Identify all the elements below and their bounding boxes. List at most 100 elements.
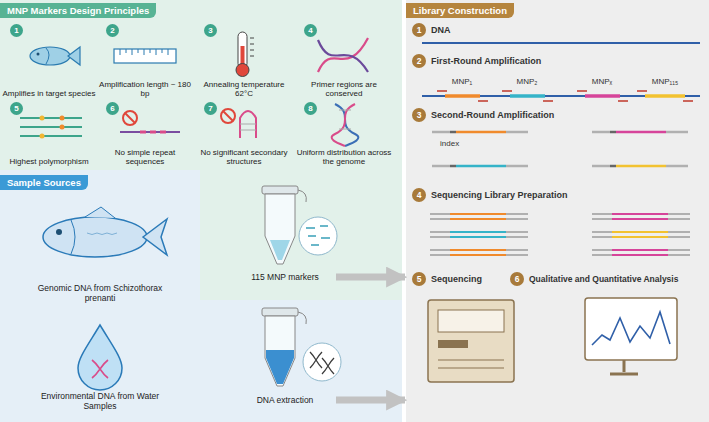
principle-item: 5Highest polymorphism bbox=[2, 100, 96, 168]
illustration-part bbox=[298, 190, 306, 202]
marker-label: MNPₓ bbox=[592, 77, 612, 86]
extraction-tube bbox=[262, 308, 341, 386]
step-number: 8 bbox=[304, 102, 317, 115]
illustration-part bbox=[612, 214, 668, 255]
illustration-part bbox=[299, 217, 337, 255]
illustration-part bbox=[37, 53, 40, 56]
step-label: Amplification length ~ 180 bp bbox=[98, 80, 192, 98]
step-number: 6 bbox=[510, 272, 524, 286]
section-panel: Sample SourcesGenomic DNA from Schizotho… bbox=[0, 172, 200, 422]
principle-item: 1Amplifies in target species bbox=[2, 22, 96, 100]
illustration-part bbox=[432, 131, 450, 134]
fish-icon bbox=[30, 47, 80, 65]
illustration-part bbox=[303, 343, 341, 381]
step-number: 3 bbox=[412, 108, 426, 122]
illustration-part bbox=[585, 298, 677, 360]
illustration-part bbox=[30, 47, 70, 65]
principle-item: 4Primer regions are conserved bbox=[296, 22, 392, 100]
illustration-part bbox=[92, 360, 108, 378]
illustration-part bbox=[612, 232, 668, 237]
illustration-part bbox=[143, 219, 167, 255]
sequencer-icon bbox=[428, 300, 514, 382]
sample-caption: Environmental DNA from Water Samples bbox=[35, 391, 165, 411]
illustration-part bbox=[140, 131, 166, 134]
step-label: Annealing temperature 62°C bbox=[196, 80, 292, 98]
process-step: 3Second-Round Amplification bbox=[412, 108, 554, 122]
illustration-part bbox=[265, 316, 295, 386]
illustration-part bbox=[85, 207, 115, 218]
illustration-part bbox=[250, 38, 254, 56]
illustration-part bbox=[592, 165, 610, 168]
principle-item: 2Amplification length ~ 180 bp bbox=[98, 22, 192, 100]
illustration-part bbox=[266, 350, 294, 384]
illustration-part bbox=[592, 312, 670, 345]
illustration-part bbox=[450, 214, 506, 255]
library-fragments bbox=[430, 214, 690, 255]
illustration-part bbox=[450, 131, 456, 134]
flow-arrow bbox=[336, 397, 405, 404]
illustration-part bbox=[318, 40, 368, 72]
ruler-icon bbox=[114, 49, 176, 63]
illustration-part bbox=[456, 131, 506, 134]
library-ground bbox=[406, 0, 709, 422]
illustration-part bbox=[270, 240, 290, 260]
flow-arrow bbox=[336, 274, 405, 281]
thermometer-icon bbox=[236, 32, 254, 77]
marker-label: MNP₂ bbox=[517, 77, 538, 86]
marker-segments bbox=[585, 94, 620, 98]
process-step: 6 Qualitative and Quantitative Analysis bbox=[510, 272, 678, 286]
illustration-part bbox=[240, 111, 256, 138]
step-label: Qualitative and Quantitative Analysis bbox=[529, 274, 678, 284]
section-heading: Library Construction bbox=[406, 3, 514, 18]
step-number: 1 bbox=[412, 23, 426, 37]
illustration-part bbox=[438, 360, 504, 368]
marker-segments bbox=[445, 94, 480, 98]
sample-caption: DNA extraction bbox=[240, 395, 330, 405]
illustration-part bbox=[666, 131, 688, 134]
illustration-part bbox=[610, 165, 616, 168]
illustration-part bbox=[40, 116, 45, 121]
marker-label: MNP₁ bbox=[452, 77, 472, 86]
process-step: 2First-Round Amplification bbox=[412, 54, 541, 68]
dna-line bbox=[422, 42, 700, 44]
step-label: DNA bbox=[431, 25, 451, 35]
step-number: 4 bbox=[304, 24, 317, 37]
helix-icon bbox=[332, 104, 359, 146]
principle-item: 6No simple repeat sequences bbox=[98, 100, 192, 168]
step-number: 5 bbox=[10, 102, 23, 115]
illustration-part bbox=[318, 38, 368, 72]
illustration-part bbox=[60, 125, 65, 130]
illustration-part bbox=[432, 165, 450, 168]
illustration-part bbox=[262, 308, 298, 316]
illustration-part bbox=[592, 214, 690, 255]
illustration-part bbox=[265, 194, 295, 264]
illustration-part bbox=[428, 300, 514, 382]
illustration-part bbox=[430, 214, 528, 255]
step-label: Primer regions are conserved bbox=[296, 80, 392, 98]
step-label: Highest polymorphism bbox=[2, 157, 96, 166]
illustration-part bbox=[78, 325, 122, 390]
illustration-part bbox=[306, 226, 330, 245]
illustration-part bbox=[120, 131, 180, 133]
process-step: 1 DNA bbox=[412, 23, 451, 37]
step-number: 2 bbox=[412, 54, 426, 68]
illustration-part bbox=[238, 32, 247, 68]
monitor-icon bbox=[585, 298, 677, 374]
step-number: 5 bbox=[412, 272, 426, 286]
illustration-part bbox=[114, 49, 176, 63]
illustration-part bbox=[125, 113, 135, 123]
illustration-part bbox=[310, 352, 334, 374]
illustration-part bbox=[71, 220, 75, 254]
step-number: 2 bbox=[106, 24, 119, 37]
primer-strand-icon bbox=[318, 38, 368, 72]
polymorphism-icon bbox=[20, 116, 82, 139]
illustration-part bbox=[335, 104, 358, 146]
marker-label: MNP₁₁₅ bbox=[652, 77, 678, 86]
illustration-part bbox=[123, 111, 137, 125]
marker-segments bbox=[510, 94, 545, 98]
marker-tube bbox=[262, 186, 337, 264]
illustration-part bbox=[438, 340, 468, 348]
illustration-part bbox=[40, 134, 45, 139]
step-number: 3 bbox=[204, 24, 217, 37]
